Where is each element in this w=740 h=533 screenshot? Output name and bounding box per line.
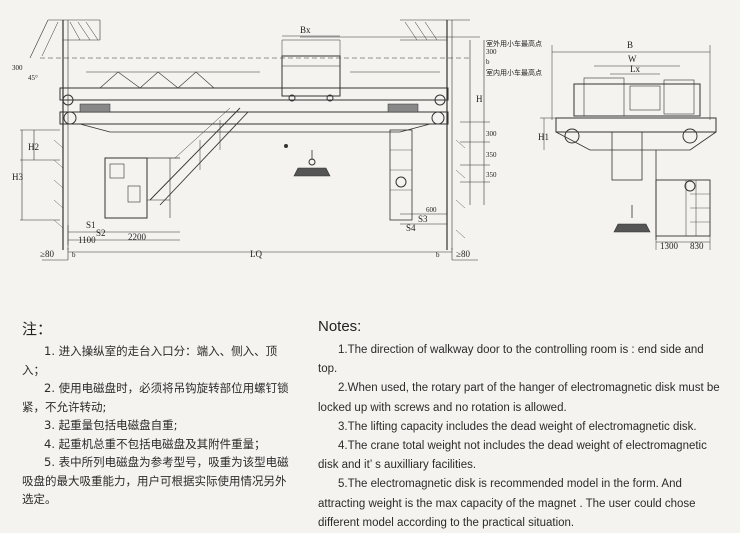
dim-2200: 2200 [128,232,147,242]
dim-80-left: ≥80 [40,249,54,259]
indoor-trolley-top-label: 室内用小车最高点 [486,68,542,77]
dim-600: 600 [426,206,437,214]
note-en-2: 2.When used, the rotary part of the hang… [318,382,720,414]
h3-label: H3 [12,172,23,182]
dim-1300: 1300 [660,241,679,251]
notes-en-title: Notes: [318,318,362,335]
dim-80-right: ≥80 [456,249,470,259]
h2-label: H2 [28,142,39,152]
note-cn-4: 4. 起重机总重不包括电磁盘及其附件重量； [44,436,266,451]
note-en-5: 5.The electromagnetic disk is recommende… [318,478,696,529]
dim-b-top: b [486,58,490,66]
b-label: B [627,40,633,50]
trolley [281,39,341,102]
dim-300-left: 300 [12,64,23,72]
note-cn-3: 3. 起重量包括电磁盘自重; [44,418,178,432]
dim-1100: 1100 [78,235,96,245]
note-en-3: 3.The lifting capacity includes the dead… [338,420,697,433]
ladder-right [389,129,413,221]
notes-cn-list: 1. 进入操纵室的走台入口分：端入、侧入、顶入； 2. 使用电磁盘时，必须将吊钩… [22,342,290,509]
right-building-column [400,19,470,250]
dim-b-right: b [436,251,440,259]
dim-300-top: 300 [486,48,497,56]
angle-label: 45° [28,74,38,82]
electromagnetic-disk [284,144,331,177]
h1-label: H1 [538,132,549,142]
s3-label: S3 [418,214,428,224]
s4-label: S4 [406,223,416,233]
w-label: W [628,54,637,64]
h-label: H [476,94,483,104]
walkway-stair [149,107,249,206]
dim-b-left: b [72,251,76,259]
dim-300-right: 300 [486,130,497,138]
dim-350: 350 [486,151,497,159]
dim-830: 830 [690,241,704,251]
note-cn-2: 2. 使用电磁盘时，必须将吊钩旋转部位用螺钉锁紧，不允许转动; [22,381,289,414]
lq-label: LQ [250,249,262,259]
dim-350-b: 350 [486,171,497,179]
notes-en-list: 1.The direction of walkway door to the c… [318,341,720,533]
operator-cabin [104,157,180,219]
notes-cn-title: 注： [22,320,53,338]
dimension-lines [20,35,490,261]
bx-label: Bx [300,25,311,35]
crane-technical-drawing: Bx B W Lx 室外用小车最高点 室内用小车最高点 H H1 H2 H3 3… [12,19,717,261]
note-en-1: 1.The direction of walkway door to the c… [318,344,704,376]
s2-label: S2 [96,228,106,238]
s1-label: S1 [86,220,96,230]
note-en-4: 4.The crane total weight not includes th… [318,440,707,472]
note-cn-1: 1. 进入操纵室的走台入口分：端入、侧入、顶入； [22,344,278,377]
lx-label: Lx [630,64,640,74]
left-building-column [29,19,101,250]
outdoor-trolley-top-label: 室外用小车最高点 [486,39,542,48]
note-cn-5: 5. 表中所列电磁盘为参考型号，吸重为该型电磁吸盘的最大吸重能力，用户可根据实际… [22,455,289,506]
side-view-crane [540,45,717,250]
bridge-girder [59,71,449,133]
